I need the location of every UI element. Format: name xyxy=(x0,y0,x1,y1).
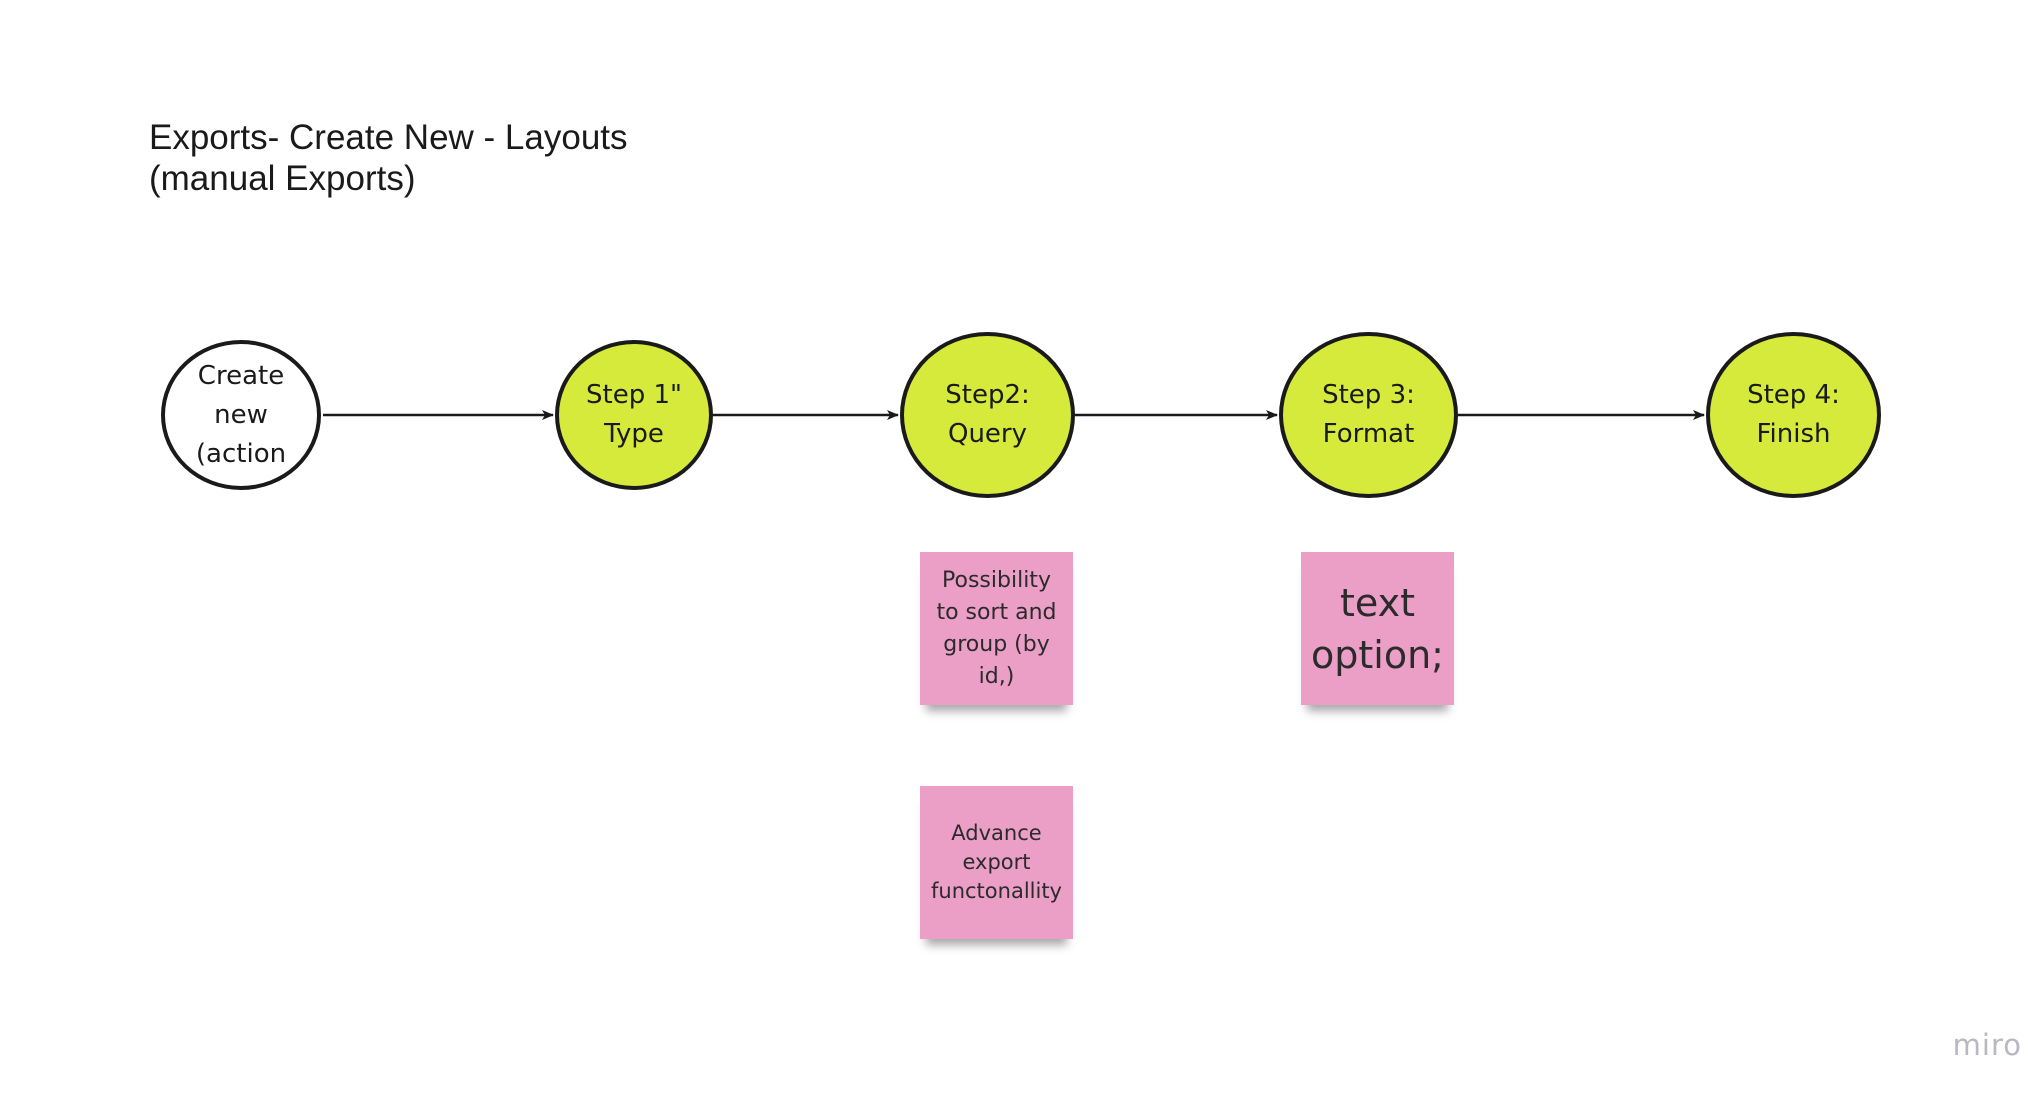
sticky-advance-export-text: Advance export functonallity xyxy=(931,821,1062,903)
node-create-new-label: Create new (action xyxy=(195,360,287,469)
node-step1-label: Step 1" Type xyxy=(586,380,682,449)
node-create-new[interactable]: Create new (action xyxy=(161,340,321,490)
title-line-2: (manual Exports) xyxy=(149,159,416,198)
sticky-sort-group[interactable]: Possibility to sort and group (by id,) xyxy=(920,552,1073,705)
sticky-sort-group-text: Possibility to sort and group (by id,) xyxy=(936,567,1057,689)
node-step2-query[interactable]: Step2: Query xyxy=(900,332,1075,498)
node-step3-format[interactable]: Step 3: Format xyxy=(1279,332,1458,498)
sticky-text-option[interactable]: text option; xyxy=(1301,552,1454,705)
node-step2-label: Step2: Query xyxy=(945,380,1030,449)
node-step1-type[interactable]: Step 1" Type xyxy=(555,340,713,490)
node-step4-finish[interactable]: Step 4: Finish xyxy=(1706,332,1881,498)
diagram-title: Exports- Create New - Layouts (manual Ex… xyxy=(149,117,628,199)
node-step4-label: Step 4: Finish xyxy=(1747,380,1840,449)
sticky-advance-export[interactable]: Advance export functonallity xyxy=(920,786,1073,939)
title-line-1: Exports- Create New - Layouts xyxy=(149,118,628,157)
sticky-text-option-text: text option; xyxy=(1311,580,1444,677)
node-step3-label: Step 3: Format xyxy=(1322,380,1415,449)
miro-watermark: miro xyxy=(1952,1028,2022,1062)
